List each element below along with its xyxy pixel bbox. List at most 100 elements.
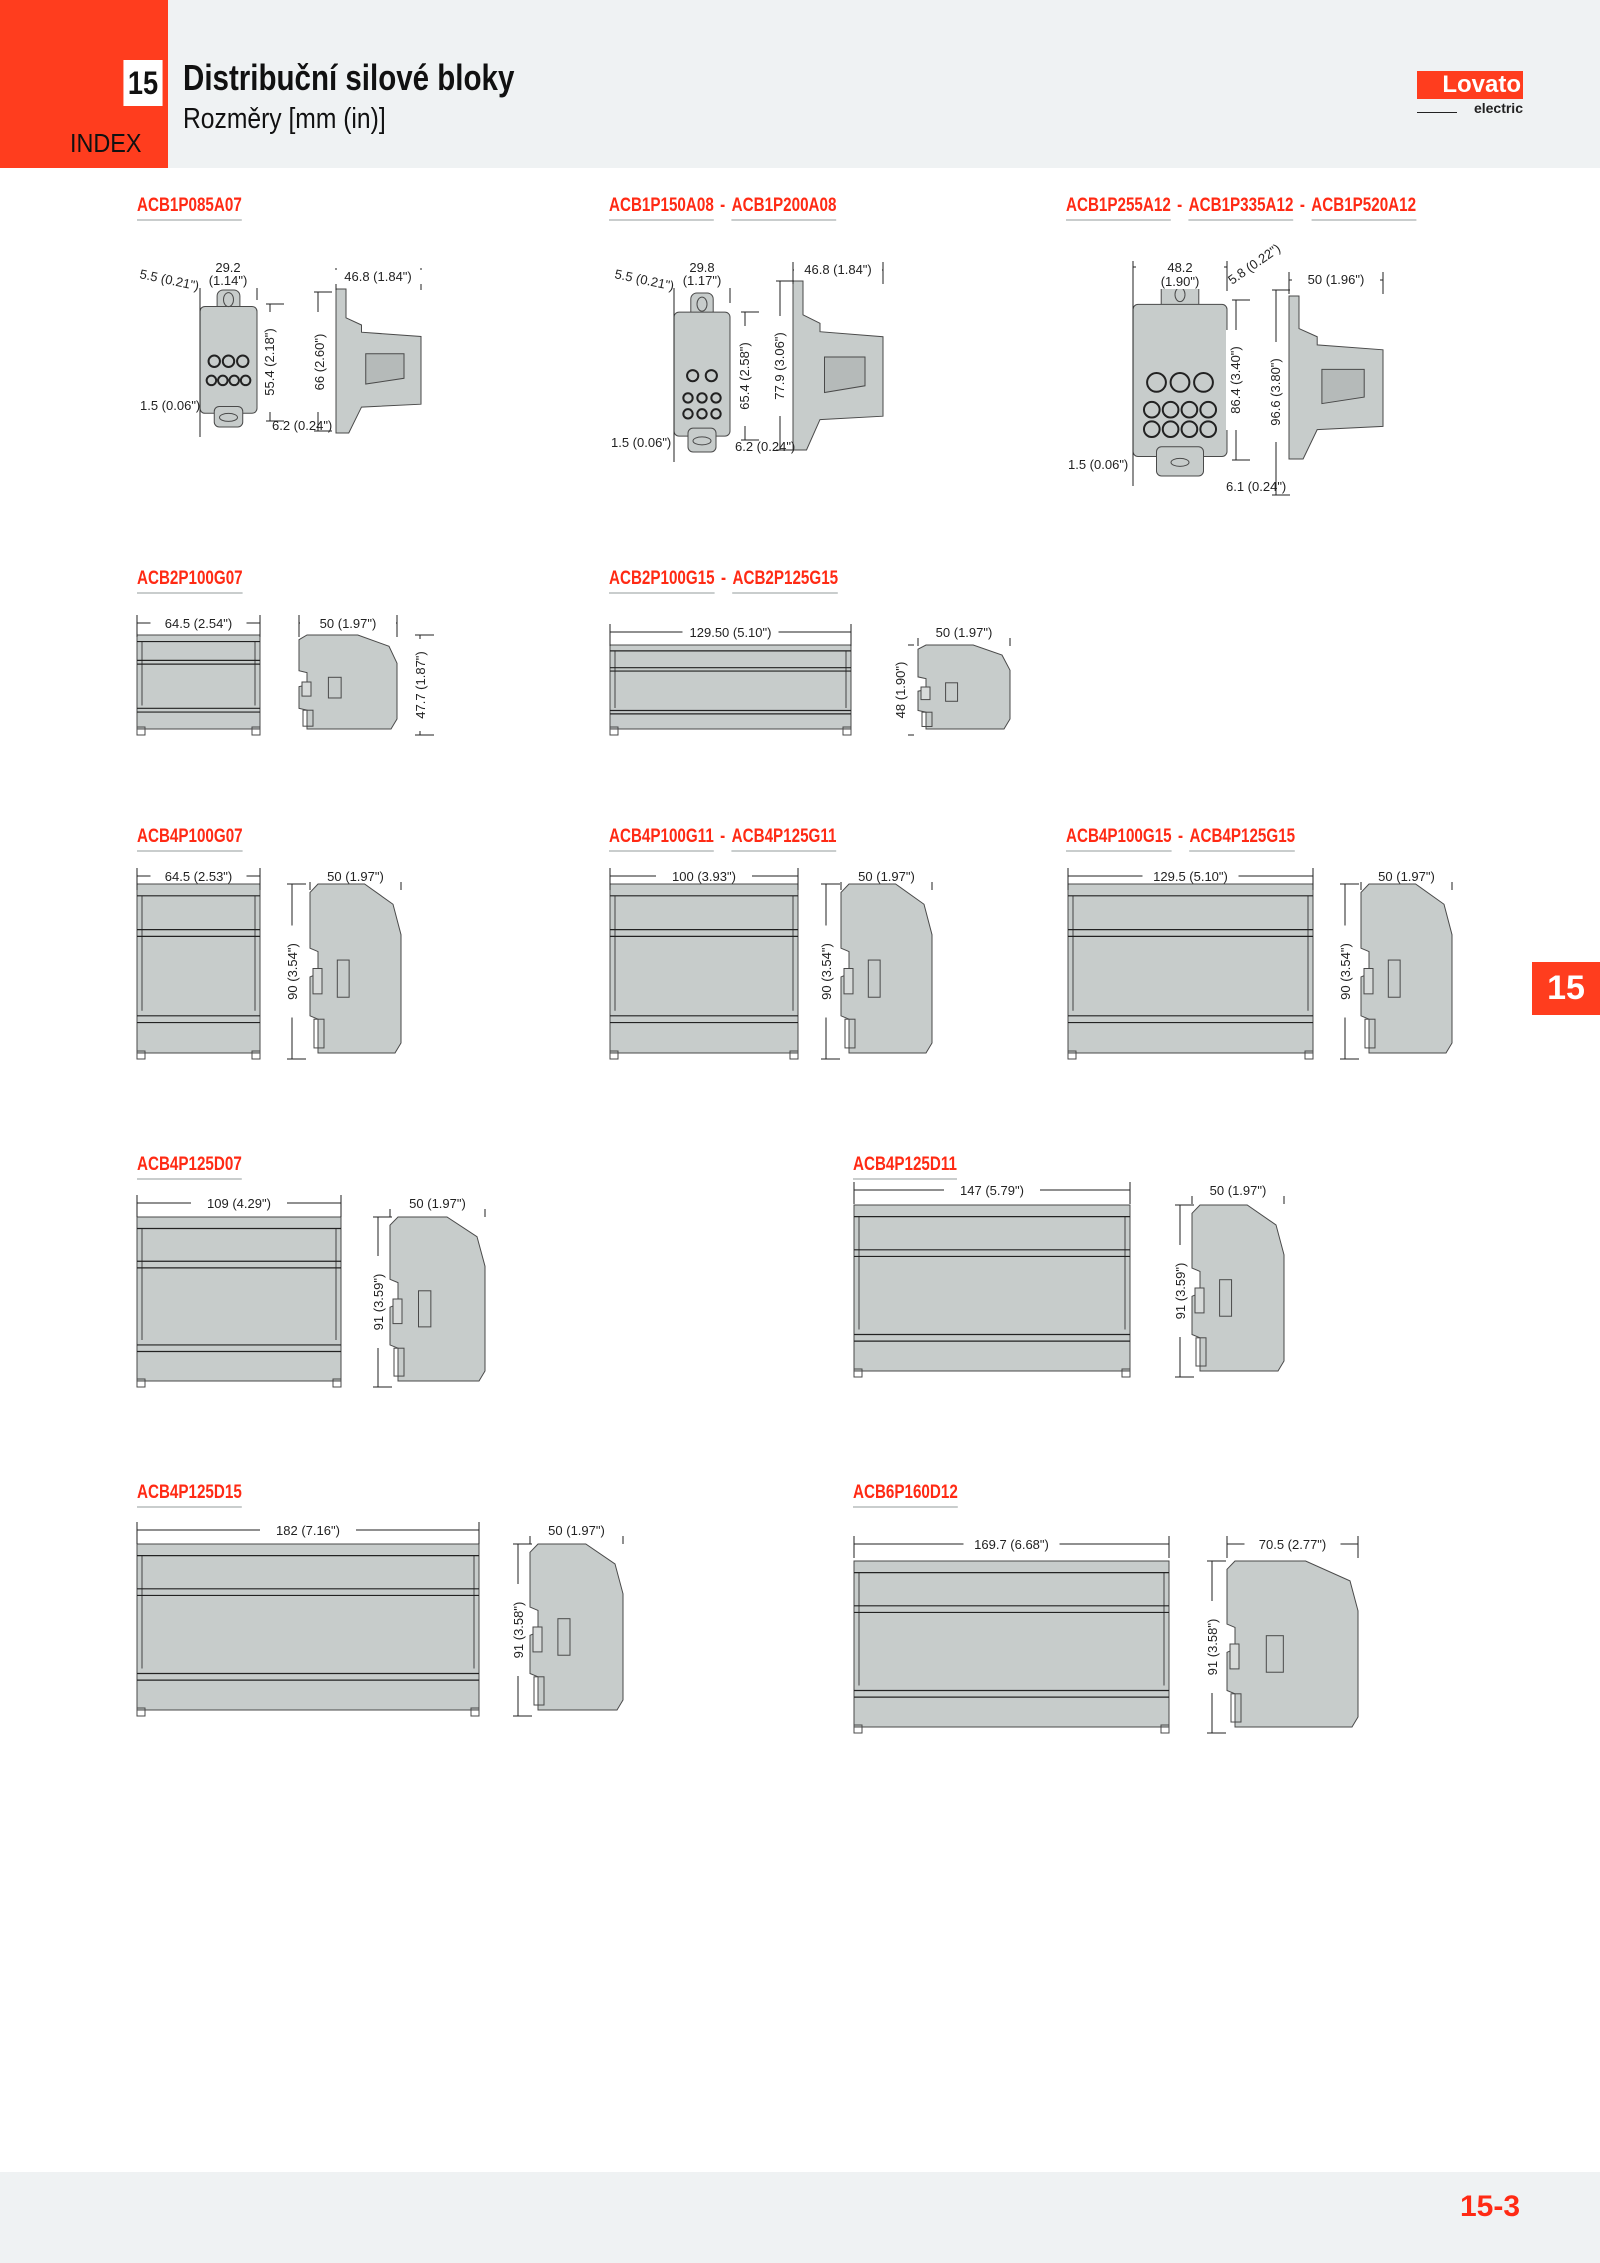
product-code[interactable]: ACB4P125G15 <box>1189 826 1296 852</box>
dimension-label: 48 (1.90") <box>893 662 908 719</box>
dimension-label: 64.5 (2.54") <box>165 616 233 631</box>
product-code[interactable]: ACB1P255A12 <box>1066 195 1171 221</box>
page-subtitle: Rozměry [mm (in)] <box>183 103 386 135</box>
dimension-label: (1.90") <box>1161 274 1200 289</box>
dimension-label: 29.8 <box>689 260 714 275</box>
front-view <box>136 634 261 730</box>
dimension-label: 47.7 (1.87") <box>413 651 428 719</box>
product-code[interactable]: ACB4P125D07 <box>137 1154 242 1180</box>
index-link[interactable]: INDEX <box>70 128 142 158</box>
code-separator: - <box>720 826 726 847</box>
product-code[interactable]: ACB4P100G11 <box>609 826 714 852</box>
dimension-label: 50 (1.97") <box>1210 1183 1267 1198</box>
dimension-label: 66 (2.60") <box>312 334 327 391</box>
product-code-heading: ACB4P100G07 <box>137 826 243 852</box>
product-code-heading: ACB1P255A12-ACB1P335A12-ACB1P520A12 <box>1066 195 1417 221</box>
product-code[interactable]: ACB4P125D11 <box>853 1154 957 1180</box>
dimension-label: 1.5 (0.06") <box>611 435 671 450</box>
product-code[interactable]: ACB2P100G15 <box>609 568 715 594</box>
code-separator: - <box>1178 826 1184 847</box>
dimension-label: 90 (3.54") <box>819 943 834 1000</box>
product-code-heading: ACB1P085A07 <box>137 195 242 221</box>
dimension-label: 100 (3.93") <box>672 869 736 884</box>
product-code[interactable]: ACB1P150A08 <box>609 195 714 221</box>
dimension-label: 50 (1.97") <box>409 1196 466 1211</box>
dimension-label: 147 (5.79") <box>960 1183 1024 1198</box>
product-code[interactable]: ACB4P100G15 <box>1066 826 1172 852</box>
dimension-label: 169.7 (6.68") <box>974 1537 1049 1552</box>
logo-subtext: electric <box>1417 100 1523 116</box>
drawing-10: 182 (7.16")50 (1.97")91 (3.58") <box>136 1522 625 1717</box>
drawing-1: 29.8(1.17")5.5 (0.21")65.4 (2.58")1.5 (0… <box>611 260 884 462</box>
product-code-heading: ACB4P125D15 <box>137 1482 242 1508</box>
dimension-label: 91 (3.58") <box>1205 1619 1220 1676</box>
product-code-heading: ACB1P150A08-ACB1P200A08 <box>609 195 837 221</box>
front-view <box>136 883 261 1054</box>
front-view <box>136 1543 480 1711</box>
dimension-label: 90 (3.54") <box>1338 943 1353 1000</box>
dimension-label: 90 (3.54") <box>285 943 300 1000</box>
code-separator: - <box>720 195 726 216</box>
dimension-label: 70.5 (2.77") <box>1259 1537 1327 1552</box>
lovato-logo: Lovato electric <box>1417 71 1523 116</box>
product-code[interactable]: ACB4P100G07 <box>137 826 243 852</box>
dimension-label: 6.2 (0.24") <box>735 439 795 454</box>
page-header <box>0 0 1600 168</box>
front-view <box>853 1204 1131 1372</box>
drawing-11: 169.7 (6.68") 70.5 (2.77") 91 (3.58") <box>853 1536 1359 1734</box>
dimension-label: 50 (1.97") <box>320 616 377 631</box>
dimension-label: 6.1 (0.24") <box>1226 479 1286 494</box>
product-code[interactable]: ACB4P125D15 <box>137 1482 242 1508</box>
dimension-label: 50 (1.97") <box>327 869 384 884</box>
code-separator: - <box>1299 195 1305 216</box>
front-view <box>609 644 852 730</box>
dimension-label: 1.5 (0.06") <box>140 398 200 413</box>
dimension-label: 50 (1.97") <box>1378 869 1435 884</box>
dimension-label: (1.17") <box>683 273 722 288</box>
chapter-number: 15 <box>123 60 163 106</box>
dimension-label: 48.2 <box>1167 260 1192 275</box>
front-view <box>609 883 799 1054</box>
product-code[interactable]: ACB1P335A12 <box>1188 195 1294 221</box>
product-code[interactable]: ACB6P160D12 <box>853 1482 958 1508</box>
product-code[interactable]: ACB4P125G11 <box>731 826 837 852</box>
front-view <box>136 1216 342 1382</box>
product-code[interactable]: ACB2P125G15 <box>732 568 839 594</box>
logo-text: Lovato <box>1417 71 1523 99</box>
dimension-label: 46.8 (1.84") <box>804 262 872 277</box>
code-separator: - <box>721 568 727 589</box>
drawing-9: 147 (5.79") 50 (1.97") 91 (3.59") <box>853 1182 1286 1378</box>
side-view <box>1226 1560 1359 1728</box>
side-view <box>298 634 398 730</box>
product-code[interactable]: ACB1P520A12 <box>1311 195 1417 221</box>
page-number: 15-3 <box>1460 2190 1521 2223</box>
product-code-heading: ACB4P100G15-ACB4P125G15 <box>1066 826 1296 852</box>
dimension-label: 129.50 (5.10") <box>690 625 772 640</box>
drawing-0: 29.2(1.14")5.5 (0.21")55.4 (2.18")1.5 (0… <box>138 260 422 437</box>
chapter-side-tab[interactable]: 15 <box>1532 962 1600 1015</box>
product-code[interactable]: ACB2P100G07 <box>137 568 243 594</box>
product-code-heading: ACB6P160D12 <box>853 1482 958 1508</box>
drawing-5: 64.5 (2.53") 50 (1.97") 90 (3.54") <box>136 868 404 1060</box>
front-view <box>853 1560 1170 1728</box>
dimension-label: 6.2 (0.24") <box>272 418 332 433</box>
dimension-label: 91 (3.59") <box>1173 1263 1188 1320</box>
dimension-label: 46.8 (1.84") <box>344 269 412 284</box>
drawing-4: 129.50 (5.10") 50 (1.97") 48 (1.90") <box>609 624 1012 736</box>
dimension-label: 77.9 (3.06") <box>772 332 787 400</box>
dimension-label: 50 (1.97") <box>936 625 993 640</box>
dimension-label: 91 (3.59") <box>371 1274 386 1331</box>
product-code[interactable]: ACB1P200A08 <box>731 195 837 221</box>
dimension-label: 55.4 (2.18") <box>262 328 277 396</box>
front-view <box>1067 883 1314 1054</box>
drawing-6: 100 (3.93")50 (1.97")90 (3.54") <box>609 868 935 1060</box>
drawing-8: 109 (4.29") 50 (1.97") 91 (3.59") <box>136 1195 486 1388</box>
dimension-label: (1.14") <box>209 273 248 288</box>
dimension-label: 109 (4.29") <box>207 1196 271 1211</box>
page-footer <box>0 2172 1600 2263</box>
page-title: Distribuční silové bloky <box>183 57 515 98</box>
dimension-label: 64.5 (2.53") <box>165 869 233 884</box>
product-code[interactable]: ACB1P085A07 <box>137 195 242 221</box>
dimension-label: 1.5 (0.06") <box>1068 457 1128 472</box>
dimension-label: 5.8 (0.22") <box>1225 241 1283 288</box>
